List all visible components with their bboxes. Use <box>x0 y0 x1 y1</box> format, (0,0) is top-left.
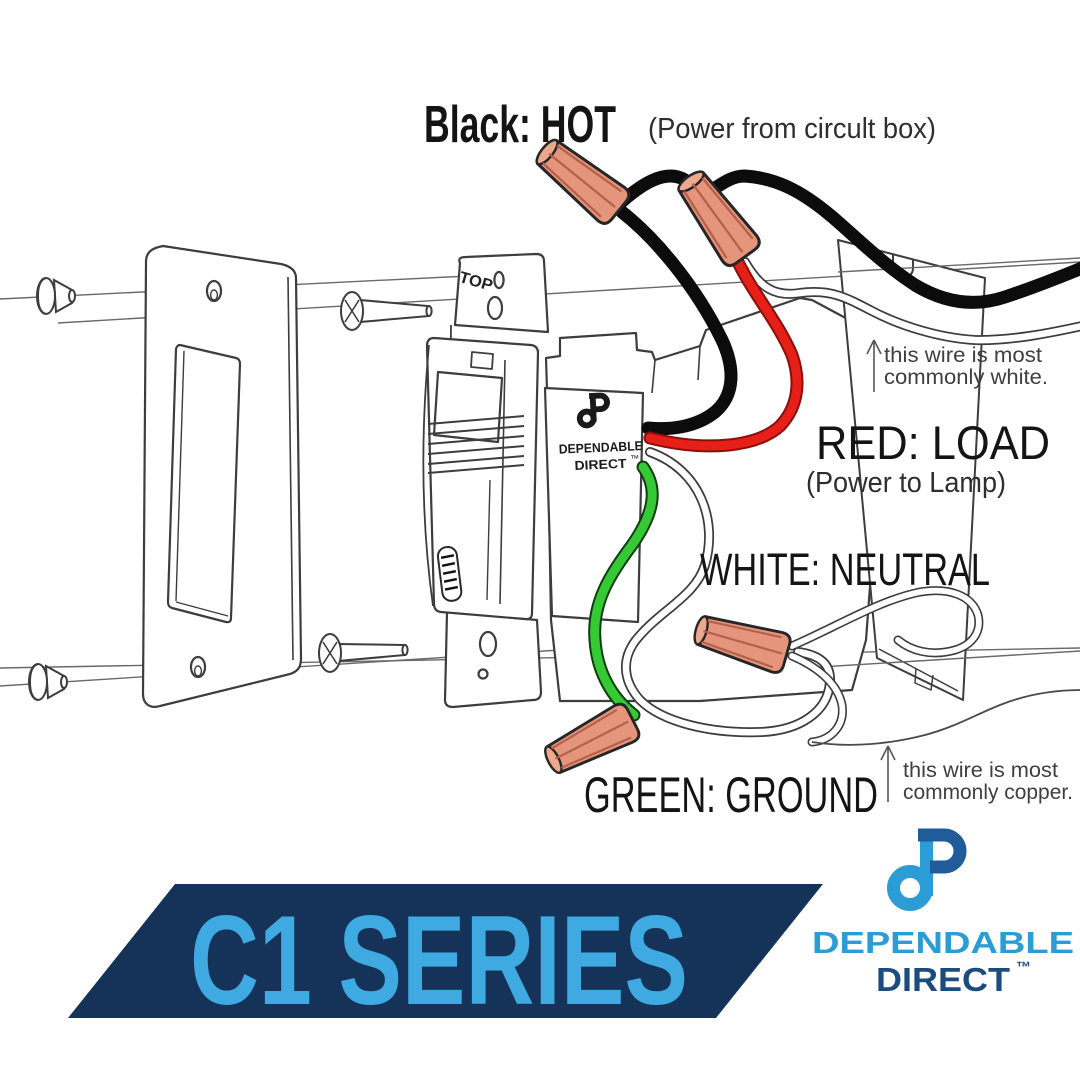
paddle-rib-band <box>427 415 525 474</box>
ground-wire <box>588 460 659 722</box>
svg-text:C1 SERIES: C1 SERIES <box>190 890 688 1032</box>
neutral-branch-wire-lower <box>787 651 847 747</box>
brand-name-line1: DEPENDABLE <box>812 925 1074 960</box>
device-logo-p <box>588 392 610 413</box>
device-brand-line1: DEPENDABLE <box>558 438 643 457</box>
series-banner-text: C1 SERIES <box>190 890 688 1032</box>
arrow-copper-note <box>880 745 896 802</box>
label-green-ground: GREEN: GROUND <box>584 767 878 823</box>
svg-text:this wire is most: this wire is most <box>903 759 1058 782</box>
label-red-load: RED: LOAD <box>816 416 1050 469</box>
brand-name-line2: DIRECT <box>876 961 1010 998</box>
paddle-slider-button <box>436 546 463 602</box>
device-brand-line2: DIRECT <box>574 456 627 473</box>
plate-screw-bottom <box>28 663 68 701</box>
brand-logo-p <box>918 828 967 874</box>
neutral-branch-wire-upper <box>787 586 984 658</box>
label-red-load-note: (Power to Lamp) <box>806 467 1006 499</box>
svg-text:this wire is most: this wire is most <box>884 344 1042 367</box>
note-copper-wire: this wire is most commonly copper. <box>903 759 1073 804</box>
brand-logo <box>887 828 967 911</box>
arrow-white-note <box>866 339 882 392</box>
hot-wire-pigtail <box>615 205 738 436</box>
alignment-lines-over-panel <box>819 257 1080 668</box>
plate-screw-top <box>36 277 76 315</box>
copper-wire <box>811 689 1080 746</box>
brand-name: DEPENDABLE DIRECT ™ <box>812 925 1074 998</box>
brand-name-tm: ™ <box>1016 959 1031 976</box>
label-black-hot: Black: HOT <box>424 96 616 154</box>
device-logo-d-stem <box>589 394 597 422</box>
label-white-neutral: WHITE: NEUTRAL <box>700 544 990 595</box>
load-wire <box>643 253 804 453</box>
neutral-supply-wire <box>740 257 1080 346</box>
neutral-loop-wire <box>620 447 836 738</box>
series-banner <box>68 884 823 1018</box>
svg-text:commonly copper.: commonly copper. <box>903 781 1073 804</box>
mounting-screw-bottom <box>318 633 409 673</box>
device-logo: DEPENDABLE DIRECT ™ <box>558 392 643 473</box>
svg-text:commonly white.: commonly white. <box>884 366 1048 389</box>
note-white-wire: this wire is most commonly white. <box>884 344 1048 389</box>
mounting-strap <box>443 252 550 709</box>
device-brand-tm: ™ <box>630 453 639 463</box>
label-black-hot-note: (Power from circult box) <box>648 113 936 145</box>
mounting-screw-top <box>340 291 433 331</box>
wall-plate <box>141 244 303 708</box>
